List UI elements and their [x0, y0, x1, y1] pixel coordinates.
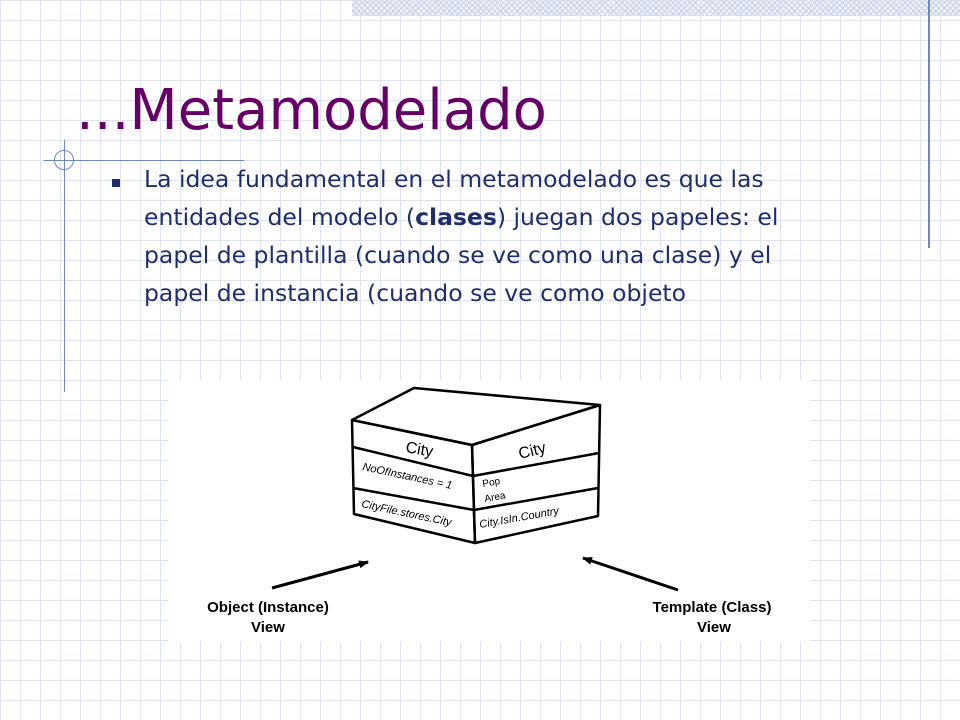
right-arrow: [582, 556, 679, 592]
left-arrow: [271, 560, 369, 590]
right-label-line-2: View: [697, 619, 731, 636]
right-face-class-name: City: [517, 440, 548, 463]
bullet-text-part: La idea fundamental en el metamodelado e…: [144, 165, 764, 231]
metamodel-diagram: City NoOfInstances = 1 CityFile.stores.C…: [168, 380, 810, 642]
right-face-attribute-area: Area: [484, 490, 507, 505]
bullet-text-part: ) juegan dos papeles: el papel de planti…: [144, 203, 779, 307]
cube-right-face: [470, 403, 602, 545]
left-face-divider: [352, 445, 474, 478]
diagram-svg: City NoOfInstances = 1 CityFile.stores.C…: [207, 386, 772, 636]
left-label-line-1: Object (Instance): [207, 599, 329, 616]
right-label-line-1: Template (Class): [653, 599, 772, 616]
decorative-horizontal-line: [44, 160, 244, 161]
decorative-vertical-line-right: [928, 0, 930, 248]
decorative-circle: [54, 150, 74, 170]
slide-title: ...Metamodelado: [76, 78, 547, 143]
right-face-divider: [473, 486, 599, 512]
bullet-text-bold: clases: [415, 203, 497, 231]
left-face-divider: [352, 486, 475, 512]
bullet-text: La idea fundamental en el metamodelado e…: [144, 160, 832, 312]
right-face-attribute-pop: Pop: [482, 476, 502, 490]
square-bullet-icon: [112, 179, 120, 187]
bullet-item: La idea fundamental en el metamodelado e…: [112, 160, 832, 312]
left-face-class-name: City: [404, 439, 434, 461]
left-face-attribute: NoOfInstances = 1: [361, 461, 453, 492]
left-label-line-2: View: [251, 619, 285, 636]
decorative-corner-pattern: [352, 0, 960, 16]
decorative-vertical-line-left: [64, 140, 65, 392]
right-face-divider: [472, 451, 600, 478]
